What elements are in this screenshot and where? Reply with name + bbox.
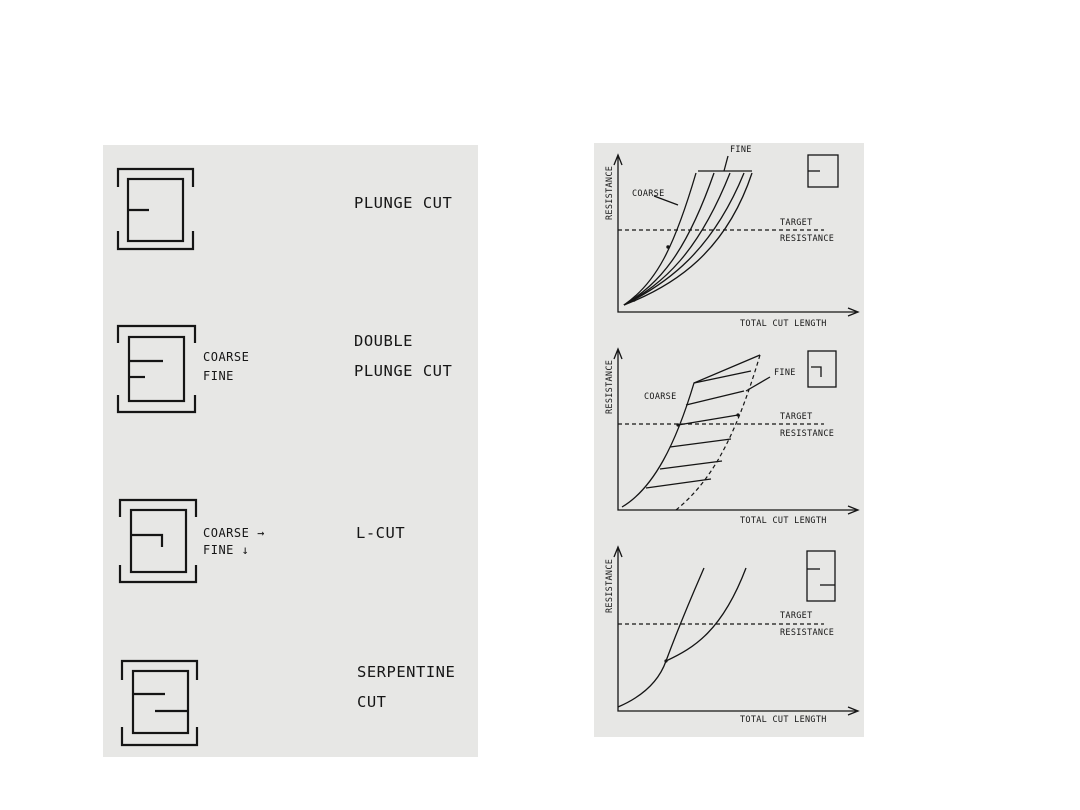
graph-2-fine-pointer <box>745 376 771 392</box>
graph-3-x-axis-label: TOTAL CUT LENGTH <box>740 715 827 725</box>
graph-1-axes <box>617 157 856 313</box>
graph-1-x-axis-label: TOTAL CUT LENGTH <box>740 319 827 329</box>
graph-1-curve-1 <box>623 172 697 306</box>
l-cut-coarse-note: COARSE → <box>203 526 265 540</box>
graph-2-fine-label: FINE <box>774 368 796 378</box>
graph-3-y-axis-label: RESISTANCE <box>605 558 615 613</box>
plunge-cut-title: PLUNGE CUT <box>354 194 453 212</box>
graph-2-x-axis-label: TOTAL CUT LENGTH <box>740 516 827 526</box>
graph-2-target-label: TARGET <box>780 412 813 422</box>
graph-1-coarse-label: COARSE <box>632 189 665 199</box>
l-cut-title: L-CUT <box>356 524 406 542</box>
graph-2-x-arrow <box>847 505 860 515</box>
double-plunge-coarse-note: COARSE <box>203 350 250 364</box>
graph-2-resistance-label: RESISTANCE <box>780 429 835 439</box>
serpentine-cut-resistor-icon <box>120 659 199 747</box>
graph-1-fine-label: FINE <box>730 145 752 155</box>
l-cut-fine-note: FINE ↓ <box>203 543 250 557</box>
graph-1-y-arrow <box>613 153 623 166</box>
graph-1-x-arrow <box>847 307 860 317</box>
serpentine-title-line2: CUT <box>357 693 387 711</box>
graph-1-coarse-pointer <box>653 195 679 206</box>
l-cut-resistor-icon <box>118 498 198 584</box>
graph-3-coarse-curve <box>617 567 705 708</box>
graph-1-target-label: TARGET <box>780 218 813 228</box>
graph-1-y-axis-label: RESISTANCE <box>605 165 615 220</box>
graph-2-axes <box>617 351 856 511</box>
graph-3-x-arrow <box>847 706 860 716</box>
graph-2-coarse-curve <box>621 354 761 508</box>
graph-2-inset-resistor-icon <box>807 350 837 388</box>
resistor-drawings <box>116 167 199 747</box>
double-plunge-title-line2: PLUNGE CUT <box>354 362 453 380</box>
resistance-graphs-panel: RESISTANCE TOTAL CUT LENGTH TARGET RESIS… <box>594 143 864 737</box>
plunge-cut-resistor-icon <box>116 167 195 251</box>
graph-drawings <box>613 153 860 716</box>
serpentine-title-line1: SERPENTINE <box>357 663 456 681</box>
double-plunge-cut-resistor-icon <box>116 324 197 414</box>
double-plunge-title-line1: DOUBLE <box>354 332 413 350</box>
graph-2-double-plunge <box>613 347 860 515</box>
graph-3-inset-resistor-icon <box>806 550 836 602</box>
double-plunge-fine-note: FINE <box>203 369 234 383</box>
graph-2-fine-curve <box>675 354 761 511</box>
graph-3-fine-curve <box>665 567 747 662</box>
graph-3-target-label: TARGET <box>780 611 813 621</box>
cut-types-panel: PLUNGE CUT COARSE FINE DOUBLE PLUNGE CUT… <box>103 145 478 757</box>
graph-3-axes <box>617 549 856 712</box>
graph-3-y-arrow <box>613 545 623 558</box>
graph-2-coarse-label: COARSE <box>644 392 677 402</box>
graph-1-plunge <box>613 153 860 317</box>
graph-2-y-axis-label: RESISTANCE <box>605 359 615 414</box>
graph-2-y-arrow <box>613 347 623 360</box>
graph-3-l-cut <box>613 545 860 716</box>
graph-1-resistance-label: RESISTANCE <box>780 234 835 244</box>
graph-3-resistance-label: RESISTANCE <box>780 628 835 638</box>
